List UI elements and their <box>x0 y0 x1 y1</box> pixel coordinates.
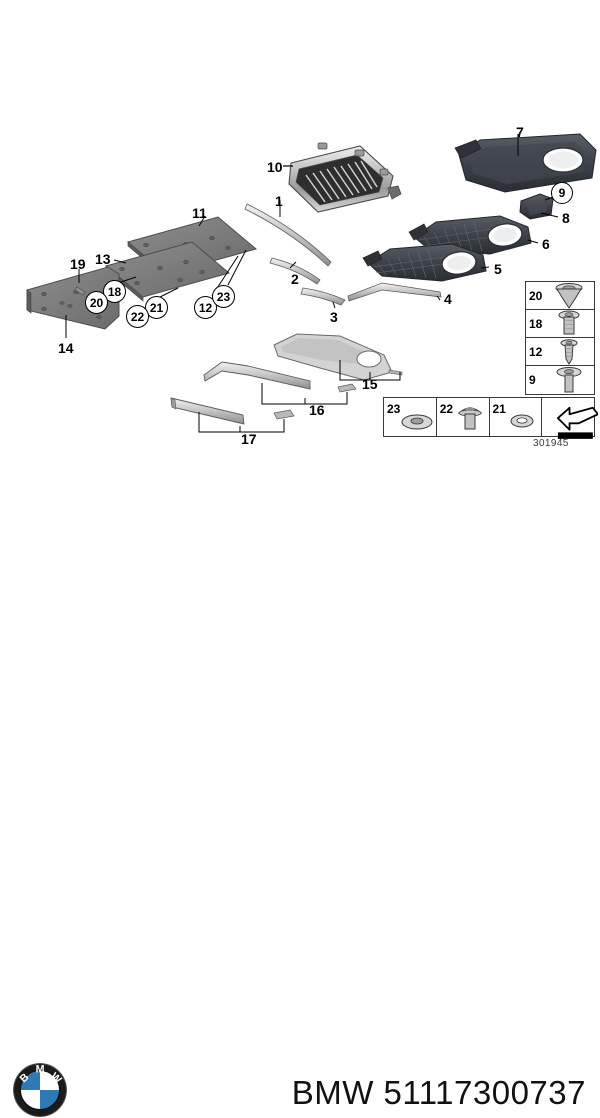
legend-number-9: 9 <box>529 373 536 387</box>
circled-callout-23: 23 <box>212 285 235 308</box>
legend-number-12: 12 <box>529 344 543 359</box>
svg-text:M: M <box>36 1064 45 1076</box>
part-8-small-end-cover <box>519 193 559 220</box>
part-5-bumper-grille-mesh-lower <box>362 243 490 282</box>
part-19-locating-pin <box>74 269 86 296</box>
callout-label-6: 6 <box>542 236 550 252</box>
part-16-chrome-strip-with-clip <box>203 361 357 405</box>
callout-label-17: 17 <box>241 431 257 447</box>
part-2-mid-trim-strip <box>269 257 321 285</box>
legend-cell-9: 9 <box>526 366 594 394</box>
callout-label-7: 7 <box>516 124 524 140</box>
part-7-air-intake-bezel <box>454 133 597 193</box>
part-4-chrome-moulding-strip <box>347 282 442 302</box>
footer-bar: B M W BMW 51117300737 <box>0 525 600 1117</box>
legend-cell-21: 21 <box>490 398 543 436</box>
small-washer-icon <box>510 414 534 428</box>
part-3-lower-trim-strip <box>300 287 346 309</box>
dome-head-bolt-icon <box>457 407 482 430</box>
part-10-kidney-grille <box>283 142 402 213</box>
legend-number-21: 21 <box>492 402 506 416</box>
callout-label-5: 5 <box>494 261 502 277</box>
fastener-legend-column: 20 18 12 9 <box>525 281 595 395</box>
flange-head-screw-icon <box>558 310 580 335</box>
legend-cell-23: 23 <box>384 398 437 436</box>
part-1-upper-trim-strip <box>244 200 332 267</box>
bmw-roundel-logo: B M W <box>13 1063 67 1117</box>
legend-cell-22: 22 <box>437 398 490 436</box>
callout-label-13: 13 <box>95 251 111 267</box>
callout-label-16: 16 <box>309 402 325 418</box>
circled-callout-12: 12 <box>194 296 217 319</box>
large-flat-washer-icon <box>401 414 433 430</box>
footer-part-number: BMW 51117300737 <box>291 1074 586 1111</box>
washer-head-screw-icon <box>556 367 582 393</box>
parts-exploded-diagram <box>26 133 597 433</box>
legend-number-20: 20 <box>529 288 543 303</box>
legend-number-23: 23 <box>387 402 401 416</box>
part-17-lower-chrome-strip-with-clip <box>170 397 295 433</box>
direction-arrow-icon <box>556 406 598 439</box>
circled-callout-18: 18 <box>103 280 126 303</box>
callout-label-19: 19 <box>70 256 86 272</box>
legend-cell-18: 18 <box>526 310 594 338</box>
callout-label-4: 4 <box>444 291 452 307</box>
circled-callout-20: 20 <box>85 291 108 314</box>
legend-number-18: 18 <box>529 316 543 331</box>
callout-label-1: 1 <box>275 193 283 209</box>
legend-cell-12: 12 <box>526 338 594 366</box>
circled-callout-22: 22 <box>126 305 149 328</box>
legend-cell-20: 20 <box>526 282 594 310</box>
part-15-lower-grille-trim <box>273 333 403 381</box>
drawing-number: 301945 <box>533 438 569 449</box>
expanding-rivet-icon <box>555 283 583 309</box>
legend-cell-direction-arrow <box>542 398 598 439</box>
fastener-legend-row: 23 22 21 <box>383 397 598 439</box>
callout-label-11: 11 <box>192 205 207 221</box>
callout-label-8: 8 <box>562 210 570 226</box>
callout-label-3: 3 <box>330 309 338 325</box>
circled-callout-9: 9 <box>551 182 573 204</box>
callout-label-15: 15 <box>362 376 378 392</box>
legend-number-22: 22 <box>439 402 454 416</box>
callout-label-2: 2 <box>291 271 299 287</box>
callout-label-10: 10 <box>267 159 283 175</box>
self-tapping-screw-icon <box>560 339 578 365</box>
callout-label-14: 14 <box>58 340 74 356</box>
